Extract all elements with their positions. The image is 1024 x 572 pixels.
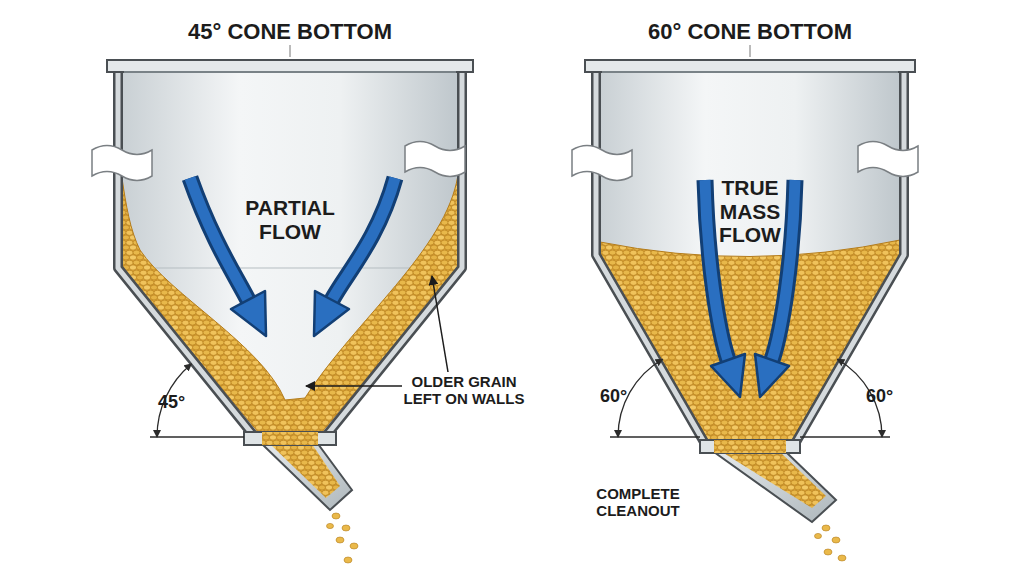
hopper-rim [107, 60, 473, 72]
arrow-shaft [332, 178, 395, 300]
grain-stream [270, 444, 340, 498]
break-flag [92, 146, 152, 181]
arrow-shaft [332, 178, 395, 300]
falling-kernel [815, 533, 822, 538]
falling-kernel [332, 513, 340, 519]
flow-label: TRUE MASS FLOW [705, 176, 795, 247]
break-flag [405, 142, 465, 177]
break-flag [858, 142, 918, 177]
break-flag [572, 146, 632, 181]
angle-label: 60° [600, 386, 650, 406]
leader-line [306, 385, 402, 387]
flow-label: PARTIAL FLOW [230, 196, 350, 243]
callout-text: COMPLETE CLEANOUT [586, 486, 690, 520]
arrow-shaft [190, 178, 248, 300]
arrow-head [314, 291, 349, 336]
falling-kernel [838, 555, 846, 561]
angle-label: 45° [158, 392, 208, 412]
hopper-rim [585, 60, 915, 72]
hopper-60 [585, 60, 915, 561]
outlet-collar [700, 440, 800, 453]
dimension-line [610, 436, 700, 437]
callout-text: OLDER GRAIN LEFT ON WALLS [398, 374, 530, 408]
angle-label: 60° [866, 386, 916, 406]
falling-kernel [336, 537, 344, 543]
dimension-line [150, 436, 244, 437]
falling-kernel [824, 549, 832, 555]
outlet-grain [714, 440, 786, 453]
hopper-wall [596, 70, 704, 442]
outlet-collar [244, 432, 336, 445]
arrow-shaft [190, 178, 248, 300]
hopper-interior [600, 72, 900, 440]
hopper-wall [118, 70, 254, 436]
discharge-spout [714, 452, 836, 522]
hopper-45 [107, 60, 473, 563]
falling-kernel [327, 523, 334, 528]
leader-line [432, 276, 448, 372]
cone-seam [122, 268, 458, 269]
falling-kernel [350, 543, 358, 549]
outlet-grain [262, 432, 318, 445]
grain-stream [722, 452, 826, 508]
rim-edge [124, 71, 456, 73]
falling-kernel [344, 557, 352, 563]
rim-edge [602, 71, 898, 73]
arrow-head [755, 354, 789, 397]
dimension-line [800, 436, 890, 437]
falling-kernel [832, 537, 840, 543]
discharge-spout [262, 444, 352, 510]
falling-kernel [822, 525, 830, 531]
section-title: 60° CONE BOTTOM [600, 20, 900, 45]
falling-kernel [342, 525, 350, 531]
hopper-interior [122, 72, 458, 432]
arrow-head [711, 354, 745, 397]
section-title: 45° CONE BOTTOM [140, 20, 440, 45]
hopper-wall [596, 70, 704, 442]
hopper-wall [118, 70, 254, 436]
arrow-head [231, 291, 266, 336]
